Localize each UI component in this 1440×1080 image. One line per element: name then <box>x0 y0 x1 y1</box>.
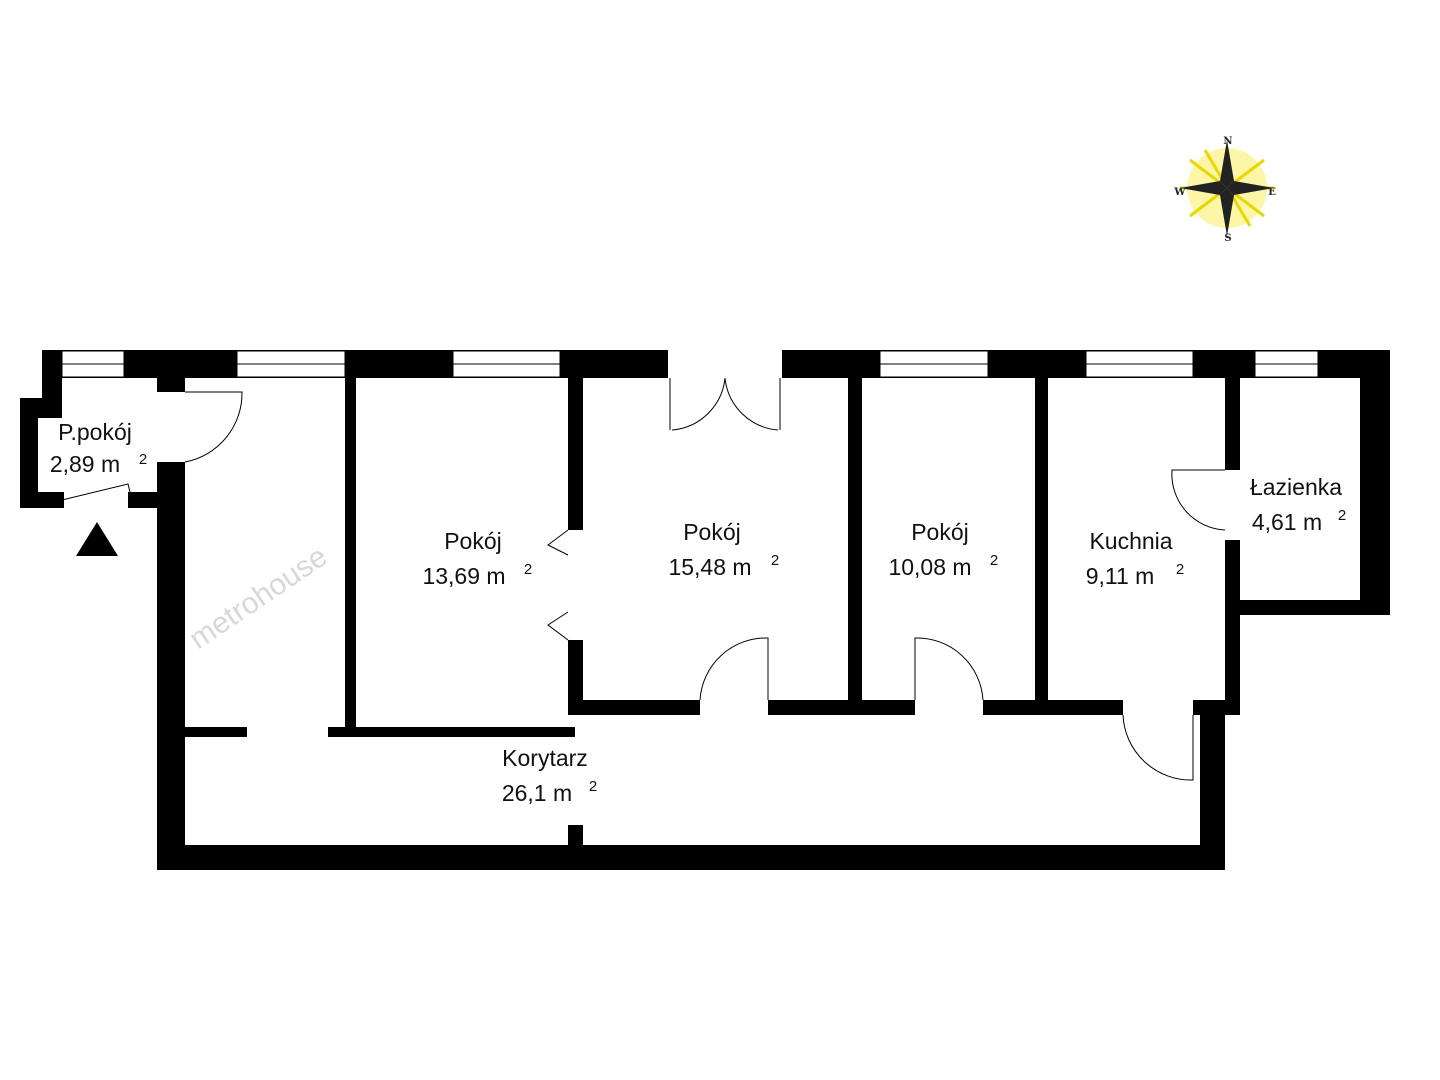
room-pokoj-3: Pokój 10,08 m 2 <box>888 519 998 580</box>
room-area: 26,1 m <box>502 780 572 806</box>
compass-n: N <box>1223 136 1232 147</box>
room-area-unit: 2 <box>990 552 998 569</box>
room-area-unit: 2 <box>771 552 779 569</box>
room-pokoj-1: Pokój 13,69 m 2 <box>422 528 532 589</box>
room-name: Pokój <box>911 519 969 545</box>
compass-s: S <box>1224 233 1231 244</box>
room-area: 9,11 m <box>1086 563 1155 589</box>
room-name: Pokój <box>444 528 502 554</box>
room-name: Łazienka <box>1250 474 1342 500</box>
compass-w: W <box>1173 187 1186 198</box>
entrance-arrow-icon <box>76 522 118 556</box>
compass-rose-icon: N S E W <box>1173 136 1276 244</box>
room-p-pokoj: P.pokój 2,89 m 2 <box>50 419 147 477</box>
windows <box>61 350 1319 378</box>
room-area: 2,89 m <box>50 451 120 477</box>
room-area-unit: 2 <box>524 561 532 578</box>
room-area: 4,61 m <box>1252 509 1322 535</box>
room-area: 10,08 m <box>888 554 971 580</box>
room-name: P.pokój <box>58 419 132 445</box>
room-korytarz: Korytarz 26,1 m 2 <box>502 745 597 806</box>
room-area: 13,69 m <box>422 563 505 589</box>
room-area-unit: 2 <box>589 778 597 795</box>
room-pokoj-2: Pokój 15,48 m 2 <box>668 519 779 580</box>
room-area-unit: 2 <box>1176 561 1184 578</box>
room-area: 15,48 m <box>668 554 751 580</box>
compass-e: E <box>1268 187 1276 198</box>
watermark: metrohouse <box>183 540 333 656</box>
room-lazienka: Łazienka 4,61 m 2 <box>1250 474 1346 535</box>
doors <box>61 377 1226 781</box>
room-area-unit: 2 <box>1338 507 1346 524</box>
room-area-unit: 2 <box>139 451 147 468</box>
room-name: Korytarz <box>502 745 588 771</box>
room-kuchnia: Kuchnia 9,11 m 2 <box>1086 528 1184 589</box>
room-name: Kuchnia <box>1089 528 1172 554</box>
room-name: Pokój <box>683 519 741 545</box>
